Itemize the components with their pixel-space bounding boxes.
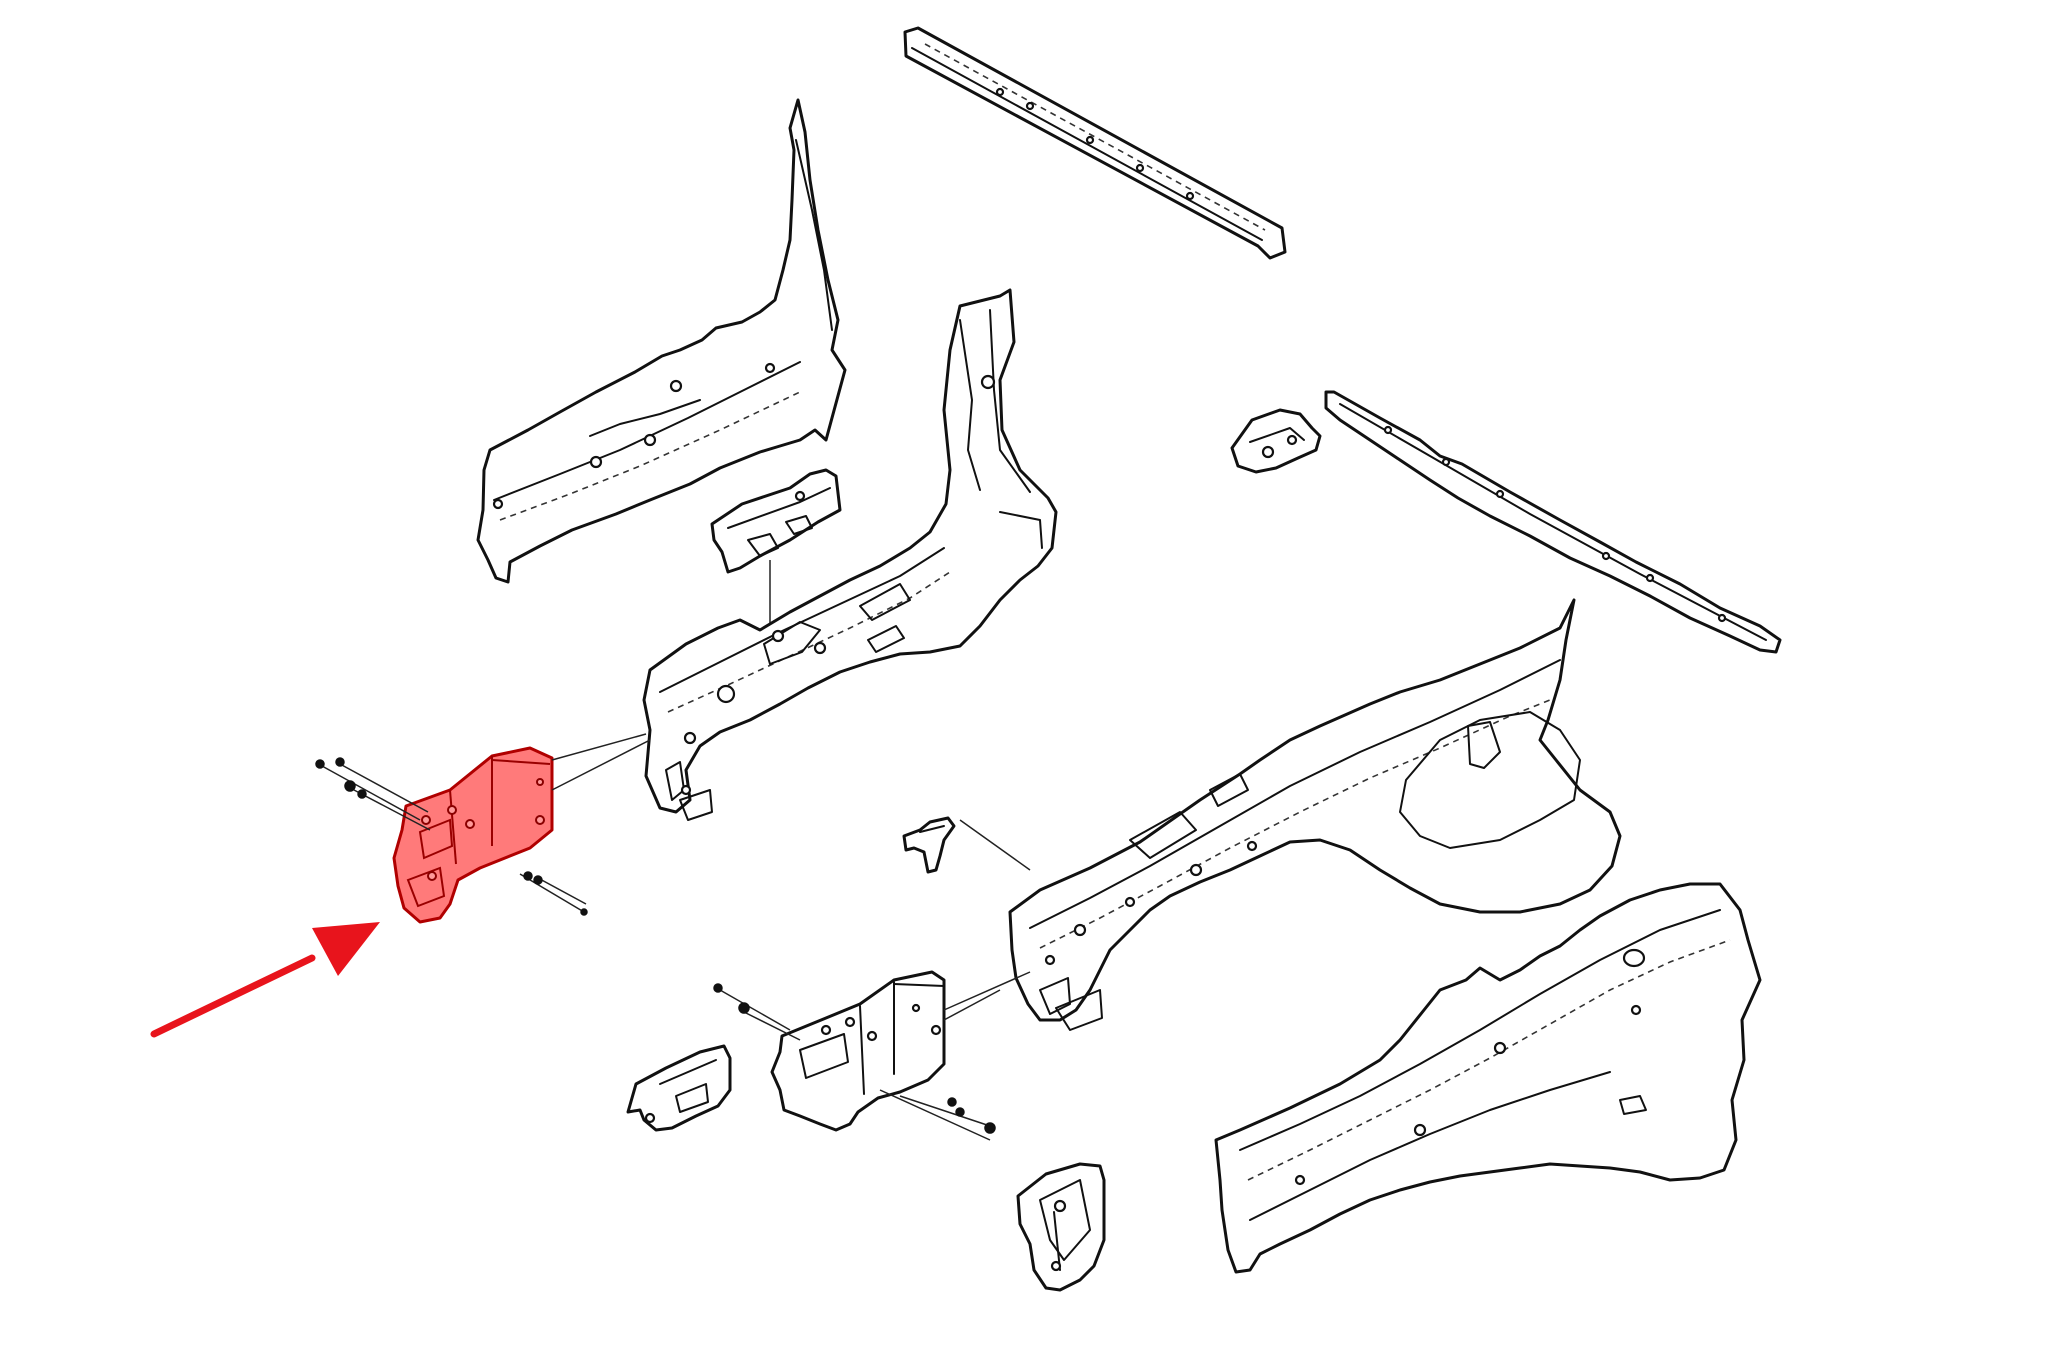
- highlight-arrow: [150, 922, 380, 1038]
- upper-rail-bar: [903, 26, 1287, 260]
- front-fender-apron: [959, 598, 1622, 1031]
- radiator-support-bar: [1324, 390, 1782, 654]
- lower-gusset-plate: [1016, 1162, 1106, 1292]
- a-pillar-reinforcement: [476, 98, 847, 584]
- front-bracket-fasteners: [315, 733, 647, 916]
- lower-rail-bracket: [713, 970, 1031, 1141]
- small-gusset: [1230, 408, 1322, 474]
- upper-apron-rail: [642, 288, 1058, 821]
- assembly-guide-lines: [551, 739, 1001, 1021]
- highlighted-bracket-body: [392, 746, 554, 924]
- front-frame-rail-bracket: [392, 746, 554, 924]
- crossmember-clip: [902, 816, 956, 874]
- rail-end-plate: [626, 1044, 732, 1132]
- wheelhouse-panel: [1214, 882, 1762, 1274]
